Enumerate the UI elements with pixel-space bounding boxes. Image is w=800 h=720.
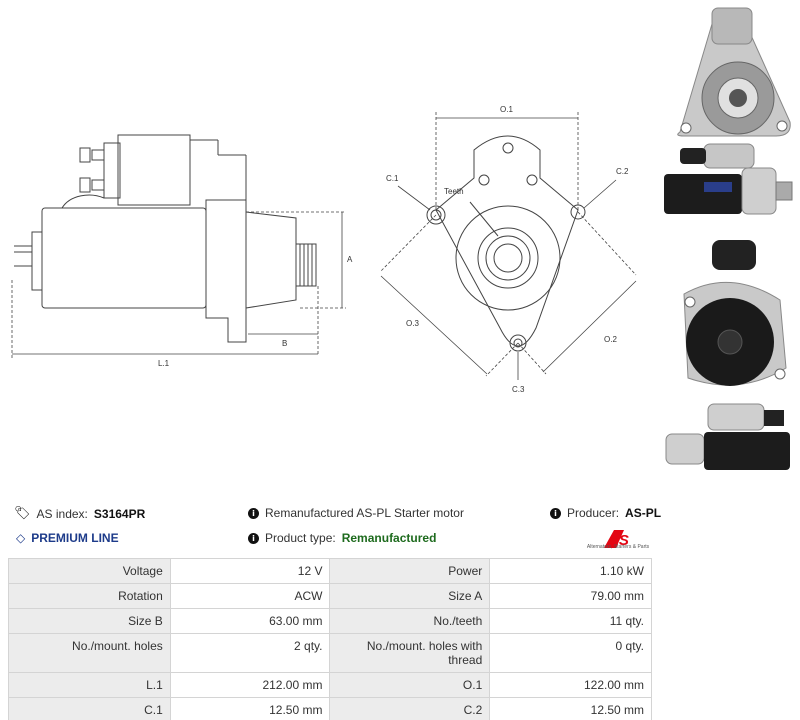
technical-drawing: A B L.1 <box>11 7 793 470</box>
label-c1: C.1 <box>386 174 399 183</box>
spec-label: L.1 <box>8 672 171 698</box>
logo-tagline: Alternators, Starters & Parts <box>586 544 650 550</box>
description-text: Remanufactured AS-PL Starter motor <box>265 506 464 520</box>
spec-label: Size B <box>8 608 171 634</box>
solenoid-outline <box>117 134 191 206</box>
spec-value: 63.00 mm <box>169 608 331 634</box>
side-view-dimensions <box>11 211 346 358</box>
dimension-o3-line <box>380 275 488 375</box>
table-row: Rotation ACW Size A 79.00 mm <box>8 583 652 609</box>
table-row: C.1 12.50 mm C.2 12.50 mm <box>8 697 652 720</box>
spec-label: O.1 <box>329 672 491 698</box>
spec-label: No./teeth <box>329 608 491 634</box>
producer-row: i Producer: AS-PL <box>550 506 661 520</box>
photo-side-rear <box>665 403 790 470</box>
label-o2: O.2 <box>604 335 617 344</box>
info-icon: i <box>248 532 259 544</box>
label-b: B <box>282 339 287 348</box>
spec-label: Rotation <box>8 583 171 609</box>
logo-text: AS <box>607 532 629 549</box>
premium-line-row: ◇ PREMIUM LINE <box>16 531 119 545</box>
info-icon: i <box>248 507 259 519</box>
table-row: No./mount. holes 2 qty. No./mount. holes… <box>8 633 652 673</box>
side-view <box>14 134 317 343</box>
diamond-icon: ◇ <box>16 531 26 545</box>
spec-value: 2 qty. <box>169 633 331 673</box>
label-a: A <box>347 255 353 264</box>
spec-value: 1.10 kW <box>489 558 652 584</box>
label-o1: O.1 <box>500 105 513 114</box>
spec-label: No./mount. holes <box>8 633 171 673</box>
spec-value: 122.00 mm <box>489 672 652 698</box>
spec-value: 79.00 mm <box>489 583 652 609</box>
spec-label: Power <box>329 558 491 584</box>
spec-value: 212.00 mm <box>169 672 331 698</box>
table-row: L.1 212.00 mm O.1 122.00 mm <box>8 672 652 698</box>
label-c2: C.2 <box>616 167 629 176</box>
front-view-dimensions <box>379 112 637 380</box>
as-index-value: S3164PR <box>93 506 146 521</box>
product-type-value: Remanufactured <box>341 531 437 545</box>
photo-side <box>664 143 793 215</box>
tags-icon: 🏷 <box>14 506 31 521</box>
spec-label: C.2 <box>329 697 491 720</box>
spec-value: 11 qty. <box>489 608 652 634</box>
table-row: Voltage 12 V Power 1.10 kW <box>8 558 652 584</box>
flange-outline <box>435 135 579 347</box>
photo-rear <box>683 240 787 386</box>
as-index-label: AS index: <box>36 506 88 521</box>
producer-label: Producer: <box>567 506 620 520</box>
label-c3: C.3 <box>512 385 525 394</box>
spec-label: Voltage <box>8 558 171 584</box>
spec-label: Size A <box>329 583 491 609</box>
table-row: Size B 63.00 mm No./teeth 11 qty. <box>8 608 652 634</box>
label-teeth: Teeth <box>444 187 464 196</box>
description-row: i Remanufactured AS-PL Starter motor <box>248 506 464 520</box>
label-o3: O.3 <box>406 319 419 328</box>
premium-line-label: PREMIUM LINE <box>31 531 119 545</box>
spec-value: 0 qty. <box>489 633 652 673</box>
product-type-row: i Product type: Remanufactured <box>248 531 436 545</box>
photo-front-flange <box>677 7 791 137</box>
front-view <box>426 135 586 352</box>
spec-value: 12.50 mm <box>169 697 331 720</box>
info-icon: i <box>550 507 561 519</box>
dimension-o2-line <box>542 280 637 373</box>
specs-table: Voltage 12 V Power 1.10 kW Rotation ACW … <box>8 558 652 720</box>
producer-value: AS-PL <box>625 506 662 520</box>
starter-drawing-svg: A B L.1 <box>11 105 637 394</box>
label-l1: L.1 <box>158 359 170 368</box>
product-type-label: Product type: <box>265 531 336 545</box>
spec-value: ACW <box>169 583 331 609</box>
product-info: 🏷 AS index: S3164PR ◇ PREMIUM LINE i Rem… <box>0 500 800 560</box>
spec-value: 12 V <box>169 558 331 584</box>
motor-body-outline <box>41 207 207 309</box>
as-pl-logo: AS <box>604 530 629 549</box>
spec-label: No./mount. holes with thread <box>329 633 491 673</box>
as-index-row: 🏷 AS index: S3164PR <box>14 506 145 521</box>
spec-label: C.1 <box>8 697 171 720</box>
spec-value: 12.50 mm <box>489 697 652 720</box>
